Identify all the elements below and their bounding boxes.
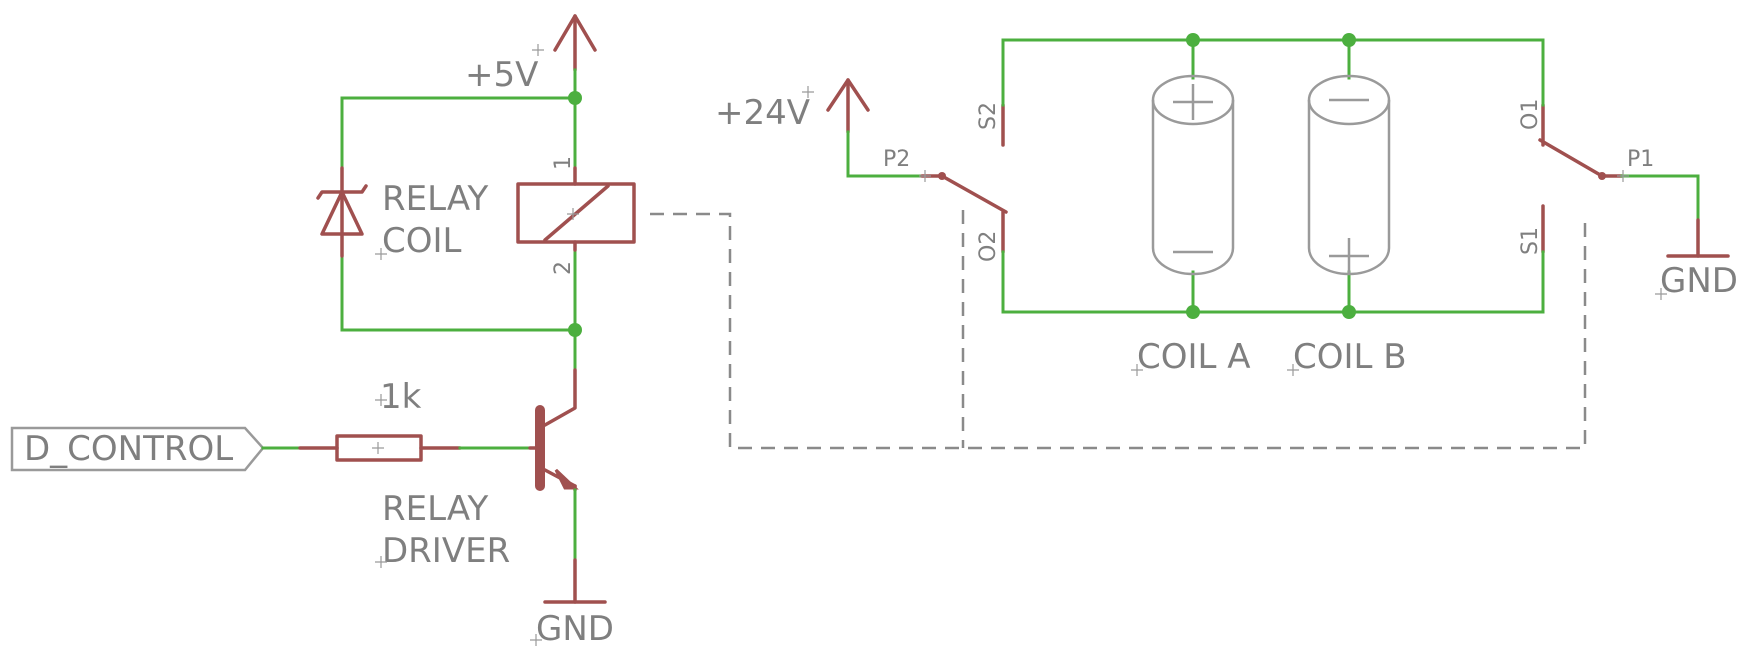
gnd-driver-symbol bbox=[543, 558, 607, 604]
gnd-driver-label: GND bbox=[536, 609, 614, 649]
gnd-switch-wire bbox=[1620, 174, 1700, 222]
vcc5-label: +5V bbox=[465, 55, 538, 95]
pin-s2: S2 bbox=[976, 102, 1001, 130]
resistor-value: 1k bbox=[380, 377, 422, 417]
junction-coil-b-top bbox=[1342, 33, 1356, 47]
relay-coil bbox=[516, 166, 636, 252]
gnd-switch-label: GND bbox=[1660, 261, 1738, 301]
pin-o1: O1 bbox=[1518, 99, 1543, 130]
relay-pin2: 2 bbox=[551, 261, 576, 275]
pin-s1: S1 bbox=[1518, 227, 1543, 255]
junction-coil-a-top bbox=[1186, 33, 1200, 47]
coil-b-label: COIL B bbox=[1293, 337, 1407, 377]
coil-b-symbol bbox=[1307, 74, 1391, 276]
vcc5-supply-symbol bbox=[553, 14, 597, 72]
driver-transistor bbox=[528, 368, 579, 492]
coil-a-symbol bbox=[1151, 74, 1235, 276]
switch-2 bbox=[1538, 103, 1624, 254]
gnd-switch-symbol bbox=[1666, 218, 1730, 258]
origin-markers bbox=[372, 44, 1667, 646]
transistor-label-line2: DRIVER bbox=[382, 531, 510, 571]
pin-o2: O2 bbox=[976, 231, 1001, 262]
vcc5-wires bbox=[340, 68, 577, 372]
coil-bus-wires bbox=[1001, 38, 1545, 314]
junction-coil-a-bottom bbox=[1186, 305, 1200, 319]
pin-p2: P2 bbox=[883, 147, 910, 172]
base-resistor bbox=[298, 434, 462, 462]
transistor-label-line1: RELAY bbox=[382, 489, 488, 529]
vcc24-supply-symbol bbox=[826, 78, 870, 134]
switch-1-pivot bbox=[938, 172, 946, 180]
flyback-diode bbox=[316, 166, 368, 258]
d-control-label: D_CONTROL bbox=[24, 429, 233, 469]
junction-vcc5 bbox=[568, 91, 582, 105]
coil-a-label: COIL A bbox=[1137, 337, 1251, 377]
diode-label-line2: COIL bbox=[382, 221, 462, 261]
diode-label-line1: RELAY bbox=[382, 179, 488, 219]
junction-coil-b-bottom bbox=[1342, 305, 1356, 319]
pin-p1: P1 bbox=[1627, 147, 1654, 172]
switch-2-pivot bbox=[1598, 172, 1606, 180]
relay-pin1: 1 bbox=[551, 156, 576, 170]
vcc24-label: +24V bbox=[715, 93, 810, 133]
relay-mechanical-linkage bbox=[650, 210, 1587, 450]
d-control-port bbox=[10, 426, 265, 472]
vcc24-wire bbox=[846, 130, 924, 178]
junction-coil-bottom bbox=[568, 323, 582, 337]
